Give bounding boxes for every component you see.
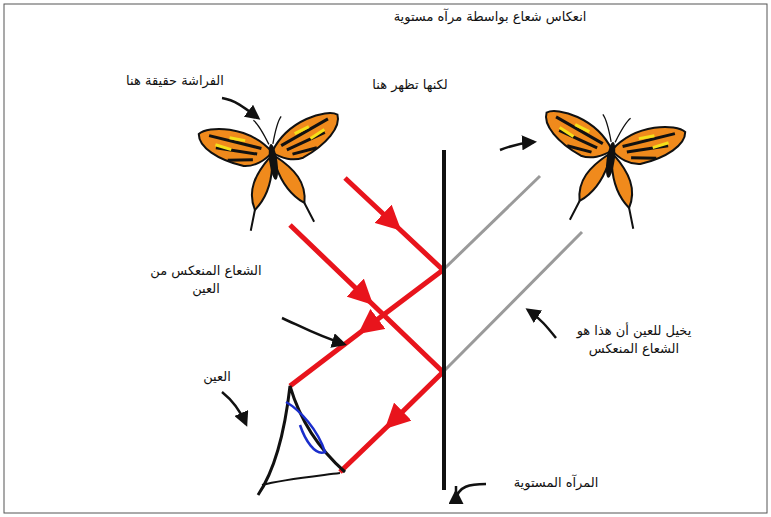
callout-label: الشعاع المنعكس من العين	[150, 262, 262, 297]
callout-label: لكنها تظهر هنا	[368, 76, 452, 94]
callout-label: يخيل للعين أن هذا هو الشعاع المنعكس	[558, 322, 710, 357]
callout-label: الفراشة حقيقة هنا	[125, 72, 225, 90]
callout-label: العين	[190, 368, 244, 386]
callout-label: المرآه المستوية	[488, 474, 624, 492]
diagram-title: انعكاس شعاع بواسطة مرآه مستوية	[350, 8, 630, 26]
